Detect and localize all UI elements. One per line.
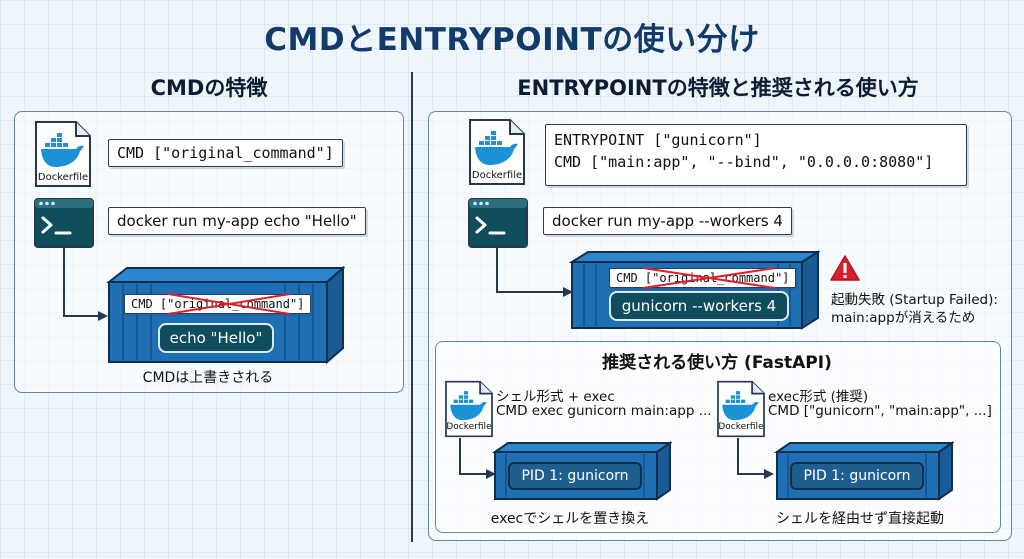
recommended-heading: 推奨される使い方 (FastAPI) (602, 353, 832, 373)
warning-line-2: main:appが消えるため (831, 310, 976, 326)
shell-form-title: シェル形式 + exec (496, 389, 615, 405)
exec-caption: シェルを経由せず直接起動 (776, 511, 944, 527)
arrow-icon-exec (737, 438, 774, 479)
warning-icon (830, 255, 860, 281)
entrypoint-line: ENTRYPOINT ["gunicorn"] (554, 131, 762, 149)
dockerfile-label-exec: Dockerfile (718, 422, 764, 432)
strike-cross-icon-right (642, 267, 776, 289)
strike-cross-icon (167, 293, 291, 315)
struck-cmd: CMD ["original_command"] (124, 293, 312, 315)
pid-exec: PID 1: gunicorn (790, 462, 924, 490)
dockerfile-label-shell: Dockerfile (446, 422, 492, 432)
cmd-code-box: CMD ["original_command"] (108, 139, 343, 167)
container-active-command-right: gunicorn --workers 4 (609, 291, 789, 321)
arrow-icon-right (496, 248, 573, 297)
column-divider (411, 72, 413, 542)
arrow-icon-shell (459, 438, 496, 479)
shell-caption: execでシェルを置き換え (490, 511, 650, 527)
run-command-box: docker run my-app echo "Hello" (108, 207, 366, 235)
left-caption: CMDは上書きされる (142, 370, 274, 386)
warning-line-1: 起動失敗 (Startup Failed): (831, 292, 998, 308)
pid-shell: PID 1: gunicorn (508, 462, 642, 490)
container-active-command: echo "Hello" (158, 323, 274, 353)
arrow-icon (63, 248, 108, 321)
exec-form-cmd: CMD ["gunicorn", "main:app", ...] (768, 403, 992, 419)
shell-form-cmd: CMD exec gunicorn main:app ... (496, 403, 712, 419)
dockerfile-label: Dockerfile (37, 172, 89, 183)
left-heading: CMDの特徴 (150, 76, 268, 100)
page-title: CMDとENTRYPOINTの使い分け (264, 22, 760, 58)
terminal-icon-right (468, 198, 528, 248)
dockerfile-label-right: Dockerfile (471, 170, 523, 181)
right-heading: ENTRYPOINTの特徴と推奨される使い方 (517, 76, 919, 100)
struck-cmd-right: CMD ["original_command"] (609, 267, 797, 289)
entrypoint-cmd-line: CMD ["main:app", "--bind", "0.0.0.0:8080… (554, 153, 934, 171)
entrypoint-code-box: ENTRYPOINT ["gunicorn"] CMD ["main:app", … (545, 124, 967, 186)
terminal-icon (34, 198, 94, 248)
exec-form-title: exec形式 (推奨) (768, 389, 869, 405)
run-command-box-right: docker run my-app --workers 4 (543, 207, 792, 235)
